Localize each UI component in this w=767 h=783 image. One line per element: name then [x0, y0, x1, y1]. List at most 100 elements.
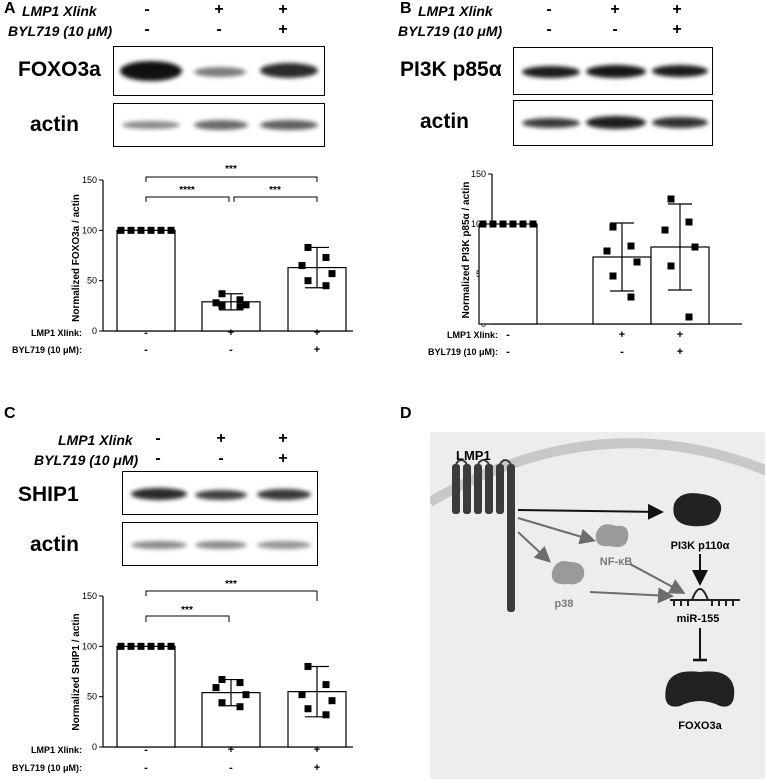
panel-b-point-1-4 [609, 272, 617, 280]
panel-a-point-0-2 [137, 226, 145, 234]
panel-a-ytick-label-2: 100 [82, 225, 97, 235]
panel-c-ytick-label-1: 50 [87, 692, 97, 702]
panel-b-sign-1-2: + [610, 1, 620, 18]
panel-c-point-2-0 [304, 662, 312, 670]
panel-c-point-0-2 [137, 642, 145, 650]
panel-b-axis-sign-1-1: - [506, 329, 510, 341]
panel-c-loading-label: actin [30, 533, 80, 556]
panel-c-point-0-1 [127, 642, 135, 650]
nfkb-icon [595, 524, 629, 547]
panel-a-actin-blot [113, 103, 325, 147]
panel-a-point-1-0 [218, 290, 226, 298]
panel-a-axis-sign-1-2: + [228, 327, 234, 339]
panel-c-axis-sign-1-3: + [314, 744, 320, 756]
panel-c-sign-2-3: + [278, 450, 288, 467]
panel-c-ylabel: Normalized SHIP1 / actin [71, 613, 82, 730]
panel-c-point-0-5 [167, 642, 175, 650]
panel-a-sign-1-2: + [214, 1, 224, 18]
panel-c-cond2: BYL719 (10 μM) [34, 452, 139, 468]
panel-c-axis-sign-1-1: - [144, 744, 148, 756]
panel-b-point-0-1 [489, 220, 497, 228]
panel-c-ytick-label-2: 100 [82, 641, 97, 651]
panel-b-point-2-4 [667, 262, 675, 270]
arrow-p38-mir [589, 587, 674, 604]
panel-a-axis-sign-2-1: - [144, 344, 148, 356]
lmp1-protein-icon [452, 459, 515, 612]
panel-a-point-0-0 [117, 226, 125, 234]
panel-c-axis-sign-2-2: - [229, 762, 233, 774]
panel-c-label: C [4, 405, 16, 422]
panel-b-point-1-0 [609, 223, 617, 231]
panel-b-actin-blot [513, 100, 713, 146]
foxo3a-label: FOXO3a [678, 720, 722, 732]
panel-c-point-1-1 [236, 679, 244, 687]
panel-a-protein-label: FOXO3a [18, 58, 101, 81]
panel-c-sig-bracket-2 [145, 590, 318, 601]
panel-b-cond1: LMP1 Xlink [418, 3, 493, 19]
arrow-nfkb-mir [629, 563, 686, 594]
panel-c-point-2-2 [298, 691, 306, 699]
panel-a-axis-cond1: LMP1 Xlink: [31, 328, 82, 338]
mir155-icon [670, 588, 740, 606]
panel-a-axis-sign-2-2: - [229, 344, 233, 356]
p38-icon [551, 561, 585, 585]
panel-b-point-0-2 [499, 220, 507, 228]
panel-a-point-2-3 [328, 270, 336, 278]
panel-c-point-2-4 [304, 705, 312, 713]
panel-b-axis-sign-1-2: + [619, 329, 625, 341]
panel-b-protein-label: PI3K p85α [400, 58, 502, 81]
panel-a-point-2-1 [322, 254, 330, 262]
panel-a-ylabel: Normalized FOXO3a / actin [71, 194, 82, 322]
panel-b-point-0-3 [509, 220, 517, 228]
panel-c-point-1-2 [212, 684, 220, 692]
panel-c-point-1-3 [242, 691, 250, 699]
panel-a-sign-2-1: - [144, 21, 150, 38]
panel-b-point-0-5 [529, 220, 537, 228]
panel-b-axis-sign-1-3: + [677, 329, 683, 341]
panel-a-sign-2-2: - [216, 21, 222, 38]
panel-a-ytick-label-0: 0 [92, 326, 97, 336]
panel-c-axis-sign-2-3: + [314, 762, 320, 774]
panel-c-point-1-0 [218, 676, 226, 684]
panel-a-axis-cond2: BYL719 (10 μM): [12, 345, 82, 355]
panel-a-sig-3: *** [225, 164, 237, 175]
panel-a-point-0-1 [127, 226, 135, 234]
panel-c-cond1: LMP1 Xlink [58, 432, 133, 448]
panel-a-point-1-2 [212, 299, 220, 307]
panel-a-sign-1-1: - [144, 1, 150, 18]
panel-b-point-1-5 [627, 293, 635, 301]
panel-b-point-0-0 [479, 220, 487, 228]
panel-c-sig-1: *** [181, 605, 193, 616]
panel-c-ytick-label-3: 150 [82, 591, 97, 601]
panel-c-point-0-3 [147, 642, 155, 650]
panel-c-point-2-5 [322, 711, 330, 719]
signaling-diagram: LMP1 PI3K p110α NF-κB p38 miR-155 FOXO3a [430, 432, 765, 779]
panel-b-sign-1-3: + [672, 1, 682, 18]
panel-a-sig-bracket-2 [233, 196, 318, 202]
panel-a-point-2-4 [304, 277, 312, 285]
panel-a-label: A [4, 0, 16, 17]
panel-a-point-1-5 [236, 303, 244, 311]
panel-c-point-0-4 [157, 642, 165, 650]
p38-label: p38 [555, 598, 574, 610]
panel-c-point-2-1 [322, 681, 330, 689]
panel-c-actin-blot [122, 522, 318, 566]
panel-c-sign-1-3: + [278, 430, 288, 447]
arrow-lmp1-p38 [517, 531, 551, 563]
panel-a-point-2-0 [304, 243, 312, 251]
panel-b-point-1-2 [603, 247, 611, 255]
panel-a-foxo3a-blot [113, 46, 325, 96]
panel-a-point-1-1 [236, 296, 244, 304]
panel-c-ship1-blot [122, 471, 318, 515]
panel-b-sign-2-1: - [546, 21, 552, 38]
panel-b-axis-sign-2-3: + [677, 346, 683, 358]
panel-b-axis-cond1: LMP1 Xlink: [447, 330, 498, 340]
panel-a-point-0-5 [167, 226, 175, 234]
panel-c-sign-1-2: + [216, 430, 226, 447]
panel-a-cond2: BYL719 (10 μM) [8, 23, 113, 39]
panel-a-point-2-2 [298, 262, 306, 270]
panel-a-sign-1-3: + [278, 1, 288, 18]
pi3k-label: PI3K p110α [671, 540, 730, 552]
